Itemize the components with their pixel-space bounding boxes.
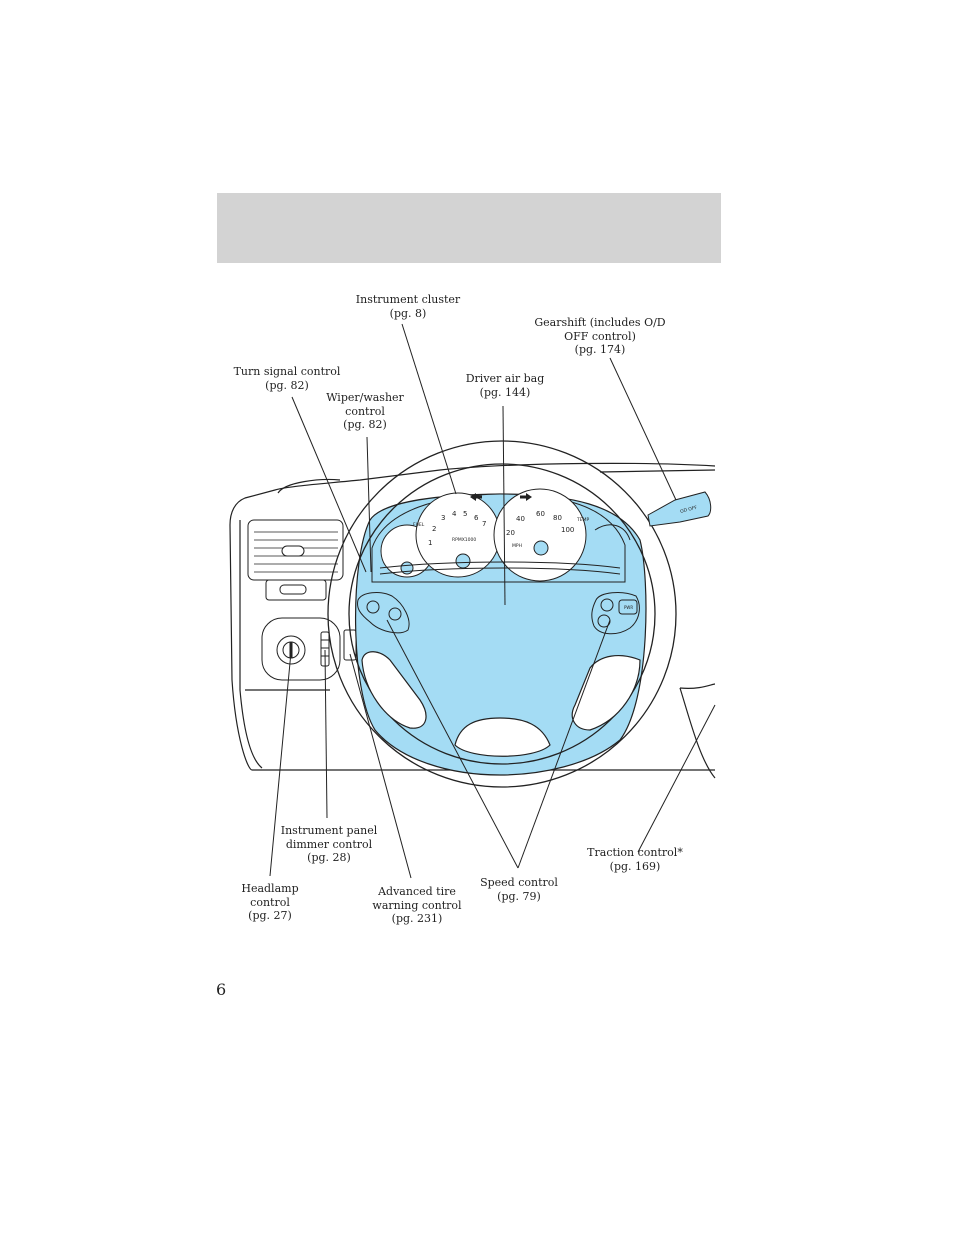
fuel-label: FUEL	[413, 522, 425, 528]
wheel-opening-bottom	[454, 717, 551, 757]
speed-control-right	[591, 592, 640, 635]
callout-tire-warning: Advanced tire warning control (pg. 231)	[372, 885, 462, 925]
mph-label: MPH	[512, 543, 522, 549]
leader-lines	[269, 323, 716, 879]
dashboard-outline	[229, 462, 716, 771]
speed-number-60: 60	[536, 510, 545, 518]
callout-instrument-cluster: Instrument cluster (pg. 8)	[355, 293, 461, 320]
gearshift-label: OD OFF	[680, 505, 699, 515]
tach-number-6: 6	[474, 514, 479, 522]
callout-wiper-washer: Wiper/washer control (pg. 82)	[326, 391, 404, 431]
wheel-opening-right	[571, 654, 641, 731]
speed-number-40: 40	[516, 515, 525, 523]
temp-label: TEMP	[576, 517, 589, 523]
speed-number-20: 20	[506, 529, 515, 537]
callout-speed-control: Speed control (pg. 79)	[480, 876, 558, 903]
callout-dimmer: Instrument panel dimmer control (pg. 28)	[280, 824, 378, 864]
turn-left-arrow-icon	[470, 493, 482, 501]
callout-turn-signal: Turn signal control (pg. 82)	[233, 365, 341, 392]
rpm-label: RPMX1000	[452, 537, 476, 543]
tach-number-2: 2	[432, 525, 436, 533]
tach-number-4: 4	[452, 510, 457, 518]
wheel-opening-left	[361, 651, 427, 729]
pwr-button-label: PWR	[624, 605, 633, 610]
tach-number-7: 7	[482, 520, 486, 528]
tach-number-3: 3	[441, 514, 445, 522]
turn-right-arrow-icon	[520, 493, 532, 501]
speed-number-80: 80	[553, 514, 562, 522]
speed-number-100: 100	[561, 526, 574, 534]
callout-gearshift: Gearshift (includes O/D OFF control) (pg…	[534, 316, 666, 356]
air-vent	[247, 519, 344, 601]
header-band	[217, 193, 721, 263]
callout-traction: Traction control* (pg. 169)	[587, 846, 683, 873]
page-number: 6	[216, 980, 227, 999]
steering-wheel	[327, 440, 677, 788]
tach-number-1: 1	[428, 539, 432, 547]
speed-control-left	[357, 592, 410, 634]
callout-driver-air-bag: Driver air bag (pg. 144)	[465, 372, 545, 399]
tach-number-5: 5	[463, 510, 467, 518]
instrument-cluster	[371, 488, 631, 583]
callout-headlamp: Headlamp control (pg. 27)	[241, 882, 299, 922]
gearshift-lever: OD OFF	[647, 491, 712, 527]
